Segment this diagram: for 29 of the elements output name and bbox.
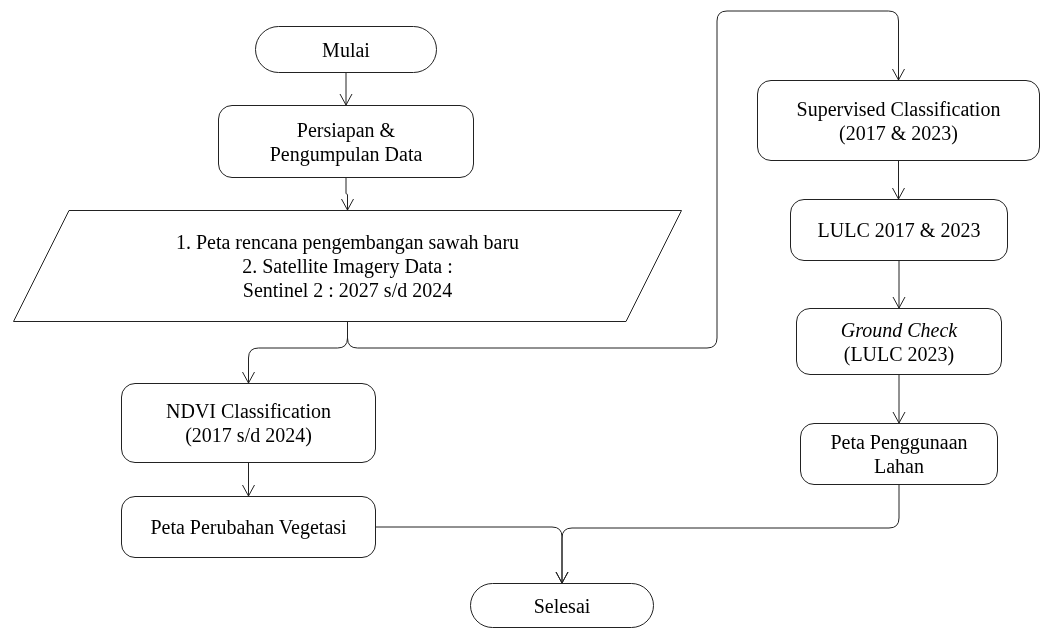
node-label: Persiapan & Pengumpulan Data <box>268 117 424 166</box>
node-label: 1. Peta rencana pengembangan sawah baru <box>175 230 520 254</box>
node-label: 2. Satellite Imagery Data : Sentinel 2 : 2027 s/d 2024 <box>241 254 454 302</box>
arrow <box>892 374 906 424</box>
node-label: Supervised Classification (2017 & 2023) <box>795 96 1002 145</box>
node-label: Peta Perubahan Vegetasi <box>150 515 347 539</box>
node-label: Ground Check (LULC 2023) <box>839 317 959 366</box>
arrow <box>341 177 354 211</box>
process-box <box>121 496 376 558</box>
process-box <box>121 383 376 463</box>
node-label: NDVI Classification (2017 s/d 2024) <box>165 399 332 447</box>
arrow <box>892 160 905 200</box>
arrow <box>347 10 905 349</box>
process-box <box>218 105 474 178</box>
node-label: Peta Penggunaan Lahan <box>829 430 969 478</box>
process-box <box>757 80 1040 161</box>
process-box <box>800 423 998 485</box>
node-label: LULC 2017 & 2023 <box>817 218 981 242</box>
node-label: Selesai <box>533 593 591 618</box>
terminal-box <box>255 26 437 73</box>
node-label: Mulai <box>322 37 370 62</box>
arrow <box>242 462 255 497</box>
arrow <box>892 260 906 309</box>
arrow <box>555 484 900 584</box>
process-box <box>796 308 1002 375</box>
data-parallelogram <box>13 210 682 322</box>
terminal-box <box>470 583 654 628</box>
arrow <box>339 72 353 106</box>
process-box <box>790 199 1008 261</box>
